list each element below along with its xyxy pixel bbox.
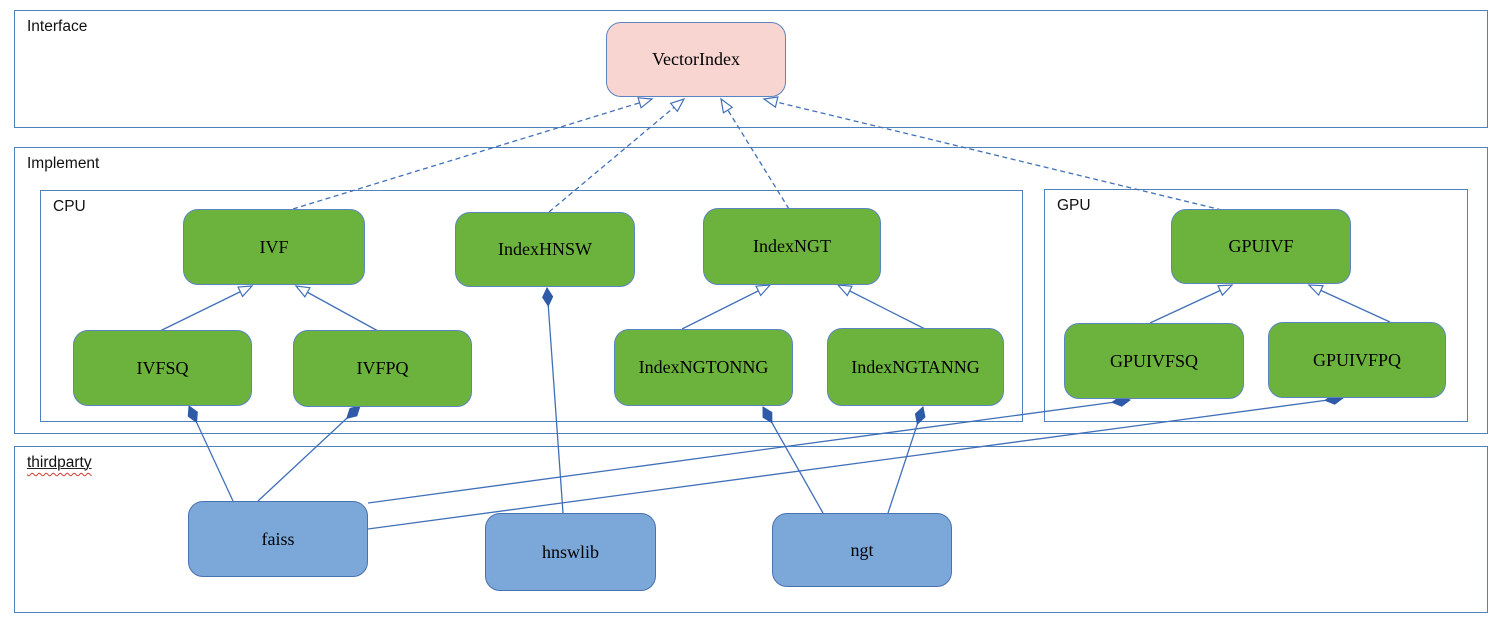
node-indexhnsw: IndexHNSW <box>455 212 635 287</box>
section-interface-label: Interface <box>27 18 88 35</box>
node-vectorindex: VectorIndex <box>606 22 786 97</box>
section-implement-label: Implement <box>27 155 100 172</box>
node-ivf: IVF <box>183 209 365 285</box>
node-gpuivfsq: GPUIVFSQ <box>1064 323 1244 399</box>
section-gpu-label: GPU <box>1057 197 1091 214</box>
node-indexngtonng: IndexNGTONNG <box>614 329 793 406</box>
section-thirdparty-label: thirdparty <box>27 454 92 472</box>
node-gpuivf: GPUIVF <box>1171 209 1351 284</box>
node-hnswlib: hnswlib <box>485 513 656 591</box>
node-ngt: ngt <box>772 513 952 587</box>
node-indexngtanng: IndexNGTANNG <box>827 328 1004 406</box>
node-gpuivfpq: GPUIVFPQ <box>1268 322 1446 398</box>
section-cpu-label: CPU <box>53 198 86 215</box>
node-indexngt: IndexNGT <box>703 208 881 285</box>
node-faiss: faiss <box>188 501 368 577</box>
node-ivfsq: IVFSQ <box>73 330 252 406</box>
misspelled-word-squiggle: thirdparty <box>27 454 92 471</box>
node-ivfpq: IVFPQ <box>293 330 472 407</box>
